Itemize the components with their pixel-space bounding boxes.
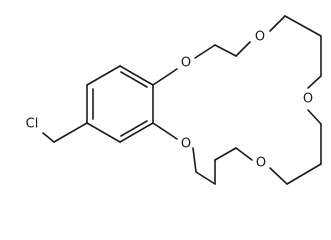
bond-o4-ch2 xyxy=(235,147,253,161)
ring-bond-c3-c4 xyxy=(119,122,154,143)
ring-bond-c4-c5 xyxy=(86,122,121,143)
bond-c2-o1 xyxy=(152,68,178,86)
bond-ch2-ch2-h xyxy=(195,171,216,185)
chlorine-atom-label: Cl xyxy=(26,117,39,132)
ring-double-bond-bottom xyxy=(120,120,148,137)
benzene-ring xyxy=(86,65,154,143)
atom-labels: O O O O O Cl xyxy=(26,30,313,171)
oxygen-atom-label: O xyxy=(256,156,266,171)
ring-double-bond-top xyxy=(120,71,148,88)
oxygen-atom-label: O xyxy=(255,30,265,45)
bond-ch2-o5 xyxy=(192,147,197,173)
bond-ch2-ch2-b xyxy=(284,15,322,37)
bond-o3-ch2 xyxy=(307,109,322,125)
bond-ring-ch2 xyxy=(53,122,88,143)
bond-o2-ch2 xyxy=(269,15,286,32)
bond-ch2-o4 xyxy=(269,167,288,185)
bond-ch2-o3 xyxy=(307,75,322,89)
structure-canvas: O O O O O Cl xyxy=(25,15,322,185)
chloromethyl-group xyxy=(42,122,88,143)
bond-ch2-cl xyxy=(42,132,55,143)
bond-ch2-ch2-e xyxy=(286,163,322,185)
bond-ch2-ch2-f xyxy=(214,147,237,161)
oxygen-atom-label: O xyxy=(181,137,191,152)
ring-bond-c1-c2 xyxy=(119,65,154,86)
bond-o5-c3 xyxy=(152,122,178,140)
oxygen-atom-label: O xyxy=(181,56,191,71)
bond-ch2-ch2-a xyxy=(214,44,237,57)
chemical-structure-diagram: O O O O O Cl xyxy=(26,15,322,185)
bond-o1-ch2 xyxy=(194,44,216,59)
ring-bond-c6-c1 xyxy=(86,65,121,86)
crown-ether-ring xyxy=(152,15,322,185)
bond-ch2-o2 xyxy=(235,41,251,57)
oxygen-atom-label: O xyxy=(303,92,313,107)
